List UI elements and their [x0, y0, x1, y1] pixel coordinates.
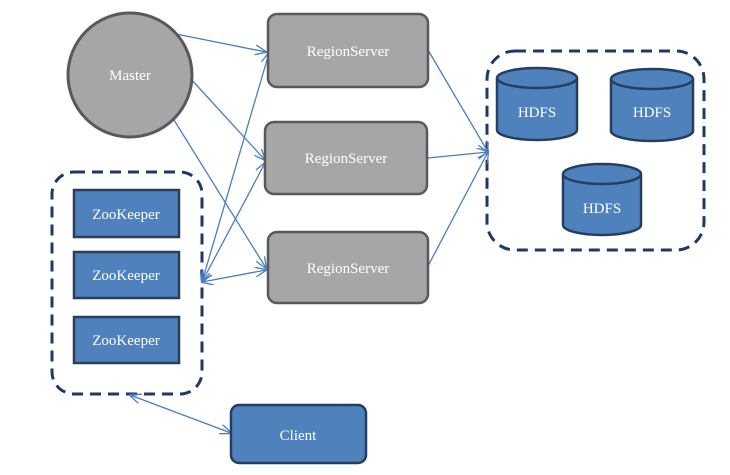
regionserver-node: RegionServer: [266, 230, 430, 305]
hdfs-cylinder: HDFS: [495, 66, 579, 142]
zookeeper-node: ZooKeeper: [72, 188, 181, 239]
master-label: Master: [109, 68, 151, 84]
hdfs-label: HDFS: [633, 105, 671, 121]
regionserver-node: RegionServer: [266, 12, 430, 89]
zookeeper-node: ZooKeeper: [72, 315, 181, 365]
regionserver-node: RegionServer: [263, 120, 429, 196]
hdfs-cylinder: HDFS: [609, 67, 695, 143]
arrow-regionserver-1-to-hdfs: [427, 49, 488, 152]
hdfs-label: HDFS: [518, 105, 556, 121]
zookeeper-node: ZooKeeper: [72, 250, 181, 300]
zookeeper-label: ZooKeeper: [92, 207, 159, 223]
arrow-regionserver-2-to-hdfs: [427, 152, 488, 159]
zookeeper-label: ZooKeeper: [92, 333, 159, 349]
regionserver-label: RegionServer: [307, 44, 389, 60]
regionserver-label: RegionServer: [307, 261, 389, 277]
hdfs-cylinder: HDFS: [561, 162, 643, 237]
client-node: Client: [229, 403, 368, 465]
arrow-master-to-regionserver-3: [173, 119, 266, 268]
connections: [130, 33, 488, 433]
arrow-zookeeper-regionserver-3: [202, 270, 266, 282]
arrow-master-to-regionserver-2: [189, 77, 265, 160]
arrow-regionserver-3-to-hdfs: [427, 152, 488, 267]
zookeeper-label: ZooKeeper: [92, 268, 159, 284]
client-label: Client: [280, 428, 317, 444]
arrow-zookeeper-regionserver-2: [202, 163, 265, 282]
master-node: Master: [66, 11, 194, 139]
hdfs-label: HDFS: [583, 201, 621, 217]
zookeeper-cluster-group: [50, 170, 204, 396]
arrow-zookeeper-regionserver-1: [202, 53, 269, 282]
arrow-client-zookeeper: [130, 395, 231, 433]
arrow-master-to-regionserver-1: [175, 33, 266, 52]
regionserver-label: RegionServer: [305, 151, 387, 167]
